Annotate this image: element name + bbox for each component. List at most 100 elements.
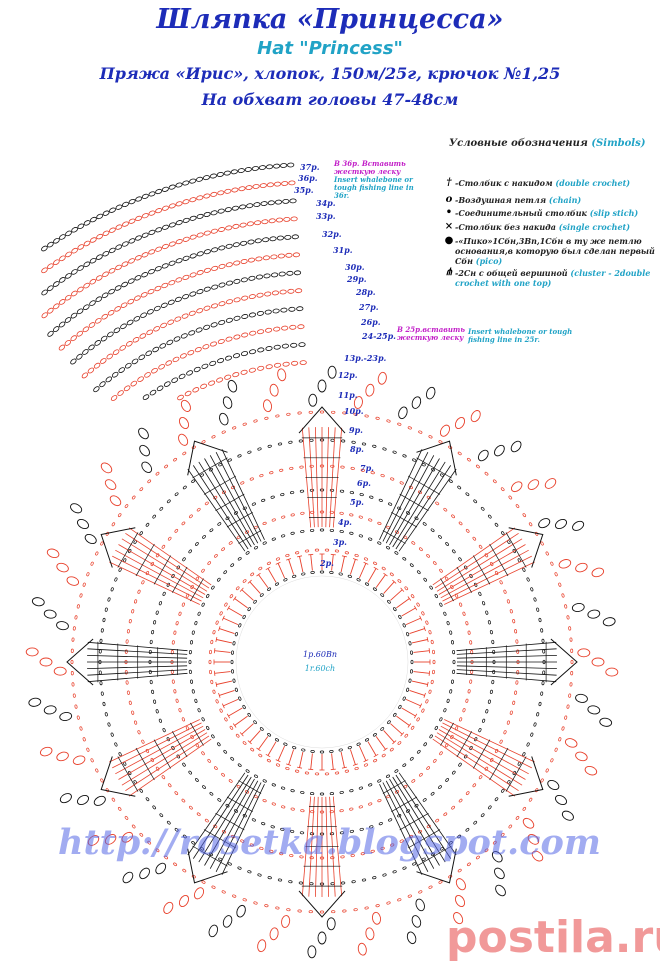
chain-stitch — [566, 615, 570, 620]
brim-stitch — [267, 200, 275, 206]
fan-stitch — [434, 735, 519, 792]
chain-stitch — [410, 725, 415, 730]
brim-stitch — [248, 367, 256, 373]
brim-stitch — [135, 215, 143, 222]
chain-stitch — [124, 670, 128, 675]
stitch-top — [256, 572, 261, 577]
chain-stitch — [443, 507, 448, 512]
brim-stitch — [101, 292, 109, 299]
chain-stitch — [473, 499, 478, 504]
chain-stitch — [526, 577, 530, 582]
stitch-top — [308, 768, 314, 771]
fan-stitch — [434, 532, 519, 589]
chain-stitch — [253, 419, 258, 423]
chain-stitch — [515, 815, 520, 820]
brim-stitch — [175, 277, 183, 283]
chain-stitch — [438, 880, 443, 884]
chain-stitch — [211, 585, 215, 590]
chain-stitch — [285, 553, 290, 558]
chain-stitch — [443, 812, 448, 817]
brim-stitch — [119, 345, 127, 351]
brim-stitch — [209, 360, 217, 366]
chain-stitch — [482, 601, 486, 606]
brim-stitch — [139, 333, 147, 339]
brim-stitch — [108, 247, 116, 254]
brim-stitch — [148, 229, 156, 236]
chain-stitch — [361, 878, 367, 882]
chain-stitch — [503, 589, 507, 594]
stitch-top — [226, 605, 231, 611]
center-label-en: 1r.60ch — [304, 664, 336, 673]
chain-stitch — [360, 852, 365, 856]
chain-stitch — [70, 671, 74, 676]
chain-stitch — [340, 881, 346, 885]
chain-stitch — [407, 426, 412, 430]
chain-stitch — [211, 885, 216, 889]
brim-stitch — [96, 233, 103, 240]
chain-stitch — [458, 798, 463, 803]
chain-stitch — [545, 551, 549, 556]
chain-stitch — [434, 725, 438, 731]
brim-stitch — [77, 265, 84, 271]
chain-stitch — [372, 444, 377, 448]
brim-stitch — [203, 305, 211, 311]
chain-stitch — [238, 696, 242, 701]
chain-stitch — [439, 751, 443, 756]
brim-stitch — [65, 251, 72, 258]
chain-stitch — [542, 649, 546, 654]
brim-stitch — [203, 286, 211, 292]
lace-loop — [411, 396, 422, 409]
brim-stitch — [232, 223, 240, 229]
brim-stitch — [210, 322, 218, 328]
chain-stitch — [402, 696, 406, 701]
chain-stitch — [117, 806, 122, 811]
brim-stitch — [100, 358, 107, 364]
chain-stitch — [363, 557, 369, 561]
chain-stitch — [465, 828, 470, 832]
chain-stitch — [299, 489, 305, 493]
chain-stitch — [393, 712, 397, 717]
brim-stitch — [240, 277, 248, 283]
brim-stitch — [200, 383, 208, 389]
brim-stitch — [161, 282, 169, 289]
stitch-top — [413, 605, 418, 611]
brim-stitch — [254, 220, 262, 226]
chain-stitch — [266, 758, 271, 763]
brim-stitch — [277, 253, 285, 259]
row-label-32: 32р. — [322, 229, 342, 239]
stitch-top — [247, 740, 252, 745]
chain-stitch — [230, 659, 234, 665]
chain-stitch — [422, 522, 427, 526]
stitch-top — [213, 670, 216, 676]
chain-stitch — [175, 698, 179, 703]
brim-stitch — [273, 326, 281, 332]
brim-stitch — [239, 204, 247, 210]
chain-stitch — [99, 680, 103, 686]
chain-stitch — [221, 547, 225, 551]
lace-loop — [357, 942, 367, 956]
chain-stitch — [262, 799, 267, 803]
brim-stitch — [282, 198, 290, 204]
brim-stitch — [115, 244, 123, 250]
brim-stitch — [217, 338, 225, 345]
chain-stitch — [480, 813, 485, 818]
chain-stitch — [380, 846, 385, 850]
chain-stitch — [181, 798, 186, 803]
fan-stitch — [392, 461, 446, 548]
brim-stitch — [195, 176, 204, 182]
chain-stitch — [117, 513, 122, 518]
chain-stitch — [235, 586, 240, 591]
chain-stitch — [175, 621, 179, 626]
stitch-top — [426, 637, 429, 643]
brim-stitch — [203, 324, 211, 330]
chain-stitch — [381, 566, 386, 571]
chain-stitch — [217, 742, 221, 747]
chain-stitch — [71, 682, 75, 687]
double-crochet-stitch — [340, 556, 345, 573]
chain-stitch — [98, 670, 102, 675]
brim-stitch — [257, 329, 265, 335]
fan-crossbar — [505, 532, 527, 568]
chain-stitch — [380, 593, 385, 597]
brim-stitch — [270, 254, 278, 260]
chain-stitch — [264, 416, 269, 420]
